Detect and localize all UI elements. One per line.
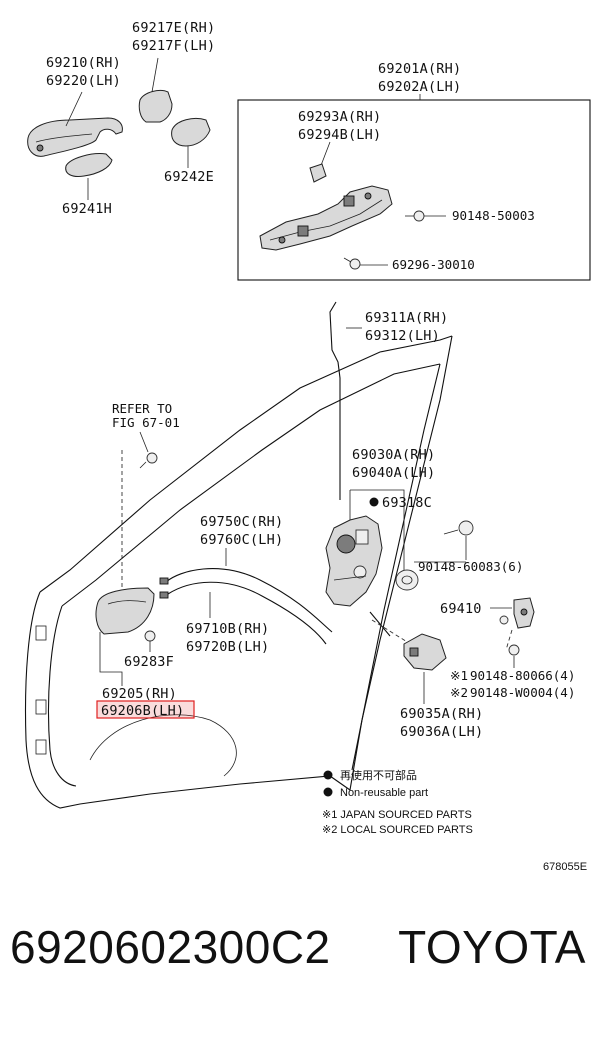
label-69410: 69410 bbox=[440, 601, 482, 617]
legend-note1: ※1 JAPAN SOURCED PARTS bbox=[322, 809, 472, 821]
non-reusable-legend-dot-icon bbox=[323, 770, 333, 780]
label-69311: 69311A(RH) 69312(LH) bbox=[365, 310, 457, 344]
label-69710: 69710B(RH) 69720B(LH) bbox=[186, 621, 278, 655]
highlight-69206b bbox=[96, 700, 195, 719]
exploded-parts-diagram: 69217E(RH) 69217F(LH) 69210(RH) 69220(LH… bbox=[24, 20, 591, 873]
non-reusable-dot-icon bbox=[369, 497, 379, 507]
non-reusable-legend-dot-2-icon bbox=[323, 787, 333, 797]
label-69750: 69750C(RH) 69760C(LH) bbox=[200, 514, 292, 548]
label-69030: 69030A(RH) 69040A(LH) bbox=[352, 447, 444, 481]
lock-rod-shape bbox=[329, 301, 341, 500]
clip-fig-67-01-icon bbox=[139, 452, 158, 469]
legend: 再使用不可部品 Non-reusable part ※1 JAPAN SOURC… bbox=[322, 768, 473, 836]
lock-ring-shape bbox=[395, 569, 419, 591]
label-69242e: 69242E bbox=[164, 169, 214, 185]
frame-assembly-box bbox=[237, 99, 591, 281]
screw-69283f-icon bbox=[144, 630, 156, 652]
screw-60083-icon bbox=[443, 520, 474, 536]
label-69206b-lh: 69206B(LH) bbox=[101, 703, 184, 719]
label-69296-30010: 69296-30010 bbox=[392, 257, 475, 272]
handle-frame-shape bbox=[138, 89, 173, 123]
label-69201: 69201A(RH) 69202A(LH) bbox=[378, 61, 470, 95]
figure-id: 678055E bbox=[543, 861, 587, 873]
label-refer-to-fig: REFER TO FIG 67-01 bbox=[112, 401, 180, 430]
label-90148-60083: 90148-60083(6) bbox=[418, 559, 523, 574]
footer: 6920602300C2 TOYOTA bbox=[0, 920, 600, 1030]
label-69035: 69035A(RH) 69036A(LH) bbox=[400, 706, 492, 740]
legend-jp: 再使用不可部品 bbox=[340, 768, 417, 782]
outside-handle-group bbox=[27, 57, 211, 200]
handle-cap-shape bbox=[171, 117, 211, 147]
label-69283f: 69283F bbox=[124, 654, 174, 670]
door-lock-assembly-shape bbox=[325, 515, 383, 607]
label-69205-rh: 69205(RH) bbox=[102, 686, 177, 702]
label-note1-screw: ※1 90148-80066(4) bbox=[450, 668, 575, 683]
label-69293: 69293A(RH) 69294B(LH) bbox=[298, 109, 390, 143]
door-outline bbox=[24, 335, 453, 809]
label-69210: 69210(RH) 69220(LH) bbox=[46, 55, 129, 89]
screw-striker-icon bbox=[499, 615, 520, 656]
legend-note2: ※2 LOCAL SOURCED PARTS bbox=[322, 824, 473, 836]
handle-pad-shape bbox=[65, 153, 113, 177]
label-69318c: 69318C bbox=[382, 495, 432, 511]
door-actuator-shape bbox=[403, 633, 447, 671]
inside-handle-shape bbox=[95, 587, 155, 635]
legend-en: Non-reusable part bbox=[340, 787, 428, 799]
screw-30010-icon bbox=[343, 257, 361, 270]
door-cable-shape bbox=[165, 568, 333, 633]
label-69217: 69217E(RH) 69217F(LH) bbox=[132, 20, 224, 54]
label-90148-50003: 90148-50003 bbox=[452, 208, 535, 223]
brand-name: TOYOTA bbox=[398, 921, 586, 973]
label-note2-screw: ※2 90148-W0004(4) bbox=[450, 685, 575, 700]
part-code: 6920602300C2 bbox=[10, 921, 331, 973]
label-69241h: 69241H bbox=[62, 201, 112, 217]
screw-50003-icon bbox=[405, 210, 425, 222]
clip-shape bbox=[309, 163, 327, 183]
